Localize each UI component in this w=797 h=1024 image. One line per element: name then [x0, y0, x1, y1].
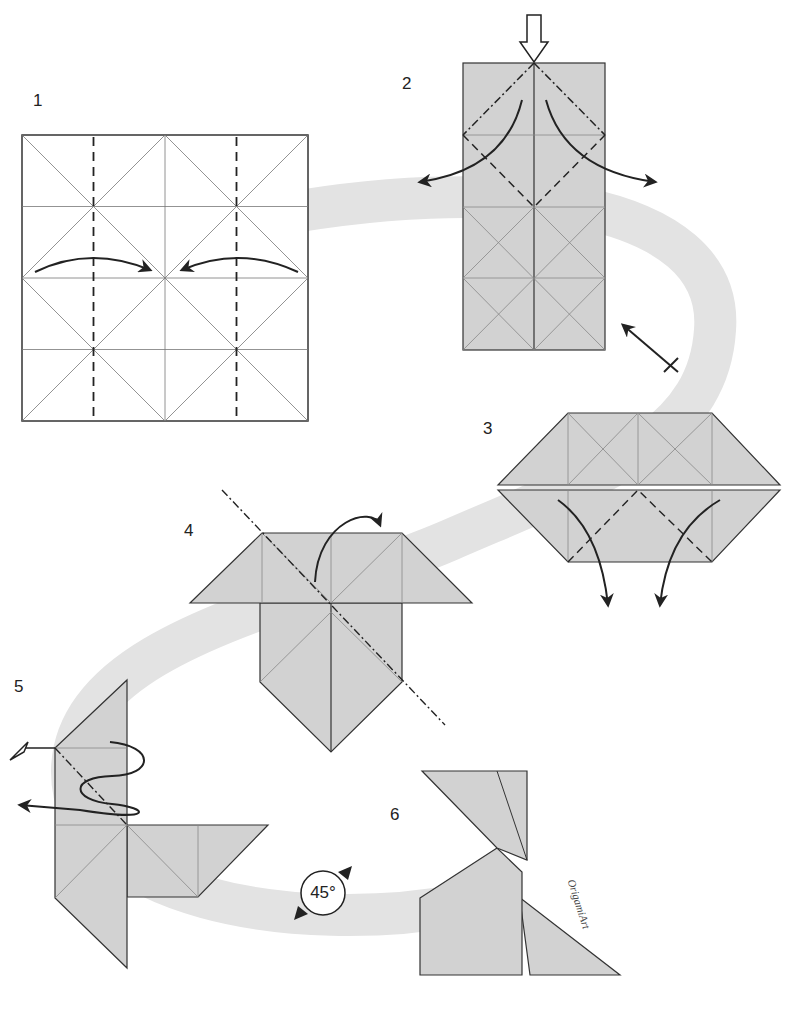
step-number: 1 — [33, 92, 42, 109]
step-6-result — [420, 848, 522, 975]
turn-over-arrow — [664, 358, 678, 372]
step-4-shape — [222, 490, 445, 725]
step-5-shape — [22, 747, 55, 749]
step-3-shape — [568, 413, 569, 485]
step-3-shape — [568, 490, 569, 562]
step-5-shape — [198, 825, 199, 897]
step-5-shape — [55, 748, 198, 898]
step-1-square — [93, 137, 95, 419]
step-4-shape — [260, 603, 402, 752]
step-3-shape — [498, 413, 780, 485]
step-2-strip — [463, 135, 605, 136]
step-2-strip — [420, 100, 522, 182]
step-5-shape — [10, 680, 268, 968]
step-number: 3 — [483, 420, 492, 437]
step-6-result — [497, 771, 527, 860]
rotation-symbol — [294, 906, 308, 920]
rotation-symbol — [338, 866, 352, 880]
step-2-strip — [520, 15, 548, 62]
step-2-strip — [463, 63, 605, 207]
step-4-shape — [315, 517, 380, 582]
step-2-strip — [463, 63, 605, 135]
step-3-shape — [712, 413, 713, 485]
step-2-strip — [420, 15, 655, 350]
step-3-shape — [568, 413, 712, 562]
step-3-shape — [638, 413, 712, 485]
step-2-strip — [463, 63, 605, 350]
step-3-shape — [498, 413, 780, 605]
circle-outline — [301, 871, 345, 915]
rotation-circle: 45° — [299, 869, 347, 917]
step-3-shape — [498, 490, 780, 562]
step-2-strip — [546, 100, 655, 182]
step-4-shape — [190, 490, 472, 752]
step-5-shape — [55, 748, 127, 749]
step-5-shape — [10, 742, 28, 760]
step-2-strip — [463, 207, 605, 350]
step-1-square — [22, 135, 308, 421]
step-4-shape — [260, 533, 402, 752]
step-2-strip — [463, 207, 605, 350]
step-4-shape — [330, 603, 331, 752]
step-6-result — [422, 771, 527, 860]
step-2-strip — [463, 207, 605, 350]
step-4-shape — [331, 612, 402, 682]
turn-over-arrow — [623, 325, 678, 372]
step-3-shape — [568, 413, 638, 485]
step-5-shape — [55, 680, 127, 968]
watermark: OrigamiArt — [566, 878, 592, 930]
step-1-square — [22, 135, 308, 421]
turn-over-arrow — [623, 325, 678, 372]
step-5-shape — [127, 825, 198, 897]
step-4-shape — [190, 533, 472, 603]
step-4-shape — [402, 533, 403, 603]
step-6-result — [420, 771, 620, 975]
step-5-shape — [127, 825, 268, 897]
step-4-shape — [331, 533, 332, 603]
step-1-square — [182, 258, 298, 272]
step-number: 5 — [14, 678, 23, 695]
rotation-symbol — [294, 866, 352, 920]
step-3-shape — [568, 413, 638, 485]
step-1-square — [236, 137, 238, 419]
step-4-shape — [260, 612, 331, 682]
rotation-angle: 45° — [310, 883, 336, 903]
step-3-shape — [712, 490, 713, 562]
step-5-shape — [55, 825, 127, 898]
step-number: 2 — [402, 75, 411, 92]
step-number: 4 — [184, 522, 193, 539]
step-number: 6 — [390, 806, 399, 823]
step-1-square — [94, 137, 237, 419]
step-4-shape — [262, 533, 263, 603]
step-5-shape — [55, 825, 127, 826]
step-2-strip — [463, 135, 605, 207]
step-5-shape — [20, 742, 144, 815]
step-3-shape — [638, 413, 712, 485]
step-3-shape — [638, 413, 639, 485]
step-3-shape — [558, 500, 608, 605]
step-1-square — [22, 135, 308, 421]
step-3-shape — [660, 500, 720, 605]
step-2-strip — [463, 63, 605, 350]
step-4-shape — [331, 533, 402, 603]
step-1-square — [35, 258, 150, 272]
